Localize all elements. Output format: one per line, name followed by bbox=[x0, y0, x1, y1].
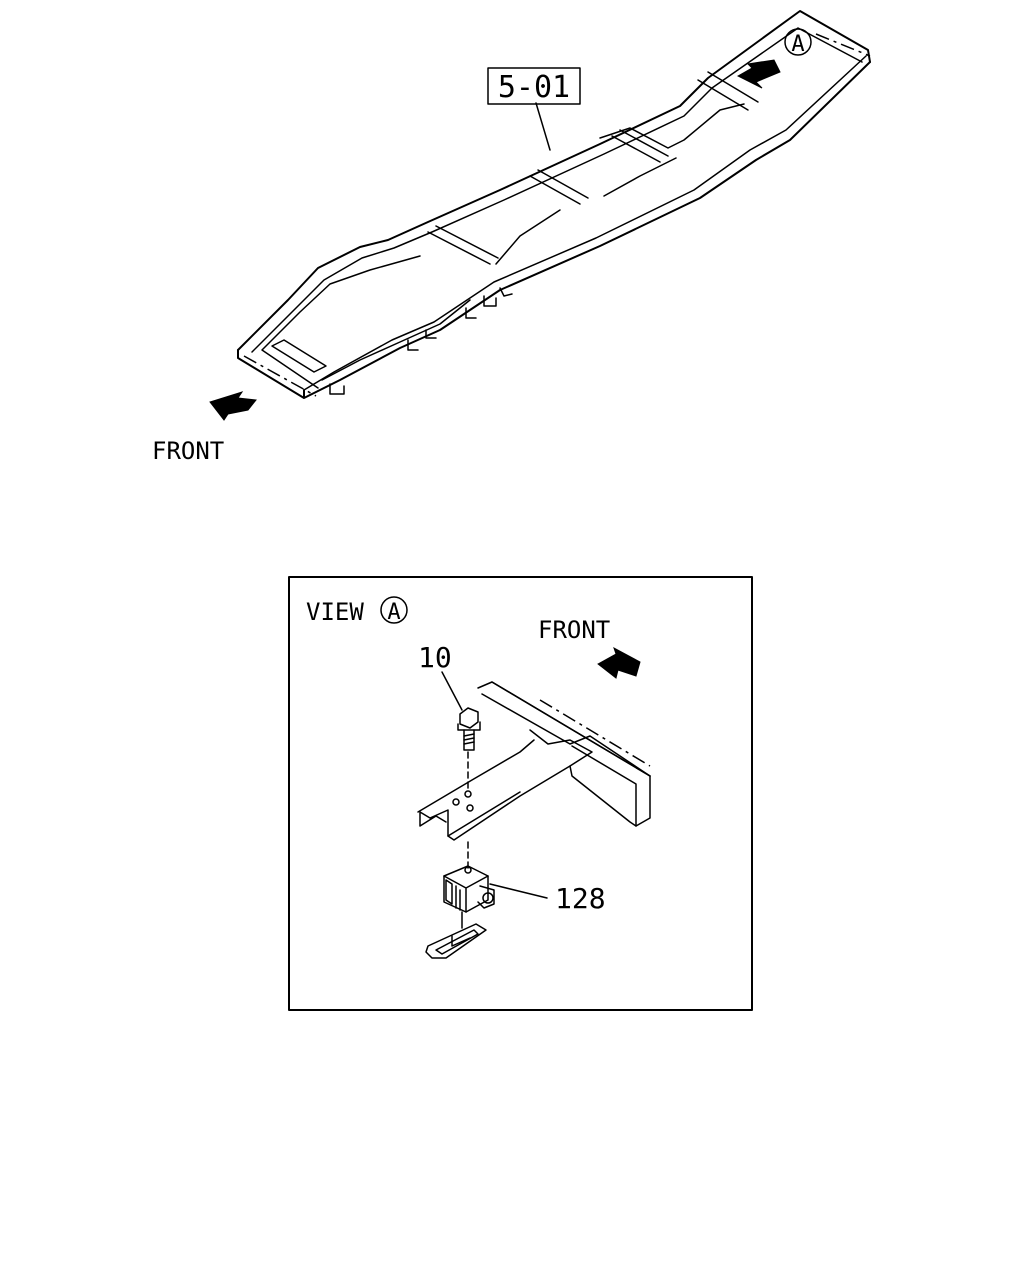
part-10-leader bbox=[441, 671, 463, 711]
view-a-arrow-icon bbox=[736, 59, 781, 89]
view-label: VIEW bbox=[306, 598, 364, 626]
view-a-marker-letter: A bbox=[791, 32, 804, 57]
front-arrow-detail-icon bbox=[597, 646, 641, 679]
crossmember-bracket bbox=[417, 681, 651, 841]
part-number-128: 128 bbox=[555, 882, 606, 915]
ref-leader bbox=[535, 102, 551, 151]
part-128-leader bbox=[489, 883, 548, 899]
front-label-top: FRONT bbox=[152, 437, 224, 465]
view-a-circle bbox=[784, 28, 812, 56]
ref-label-5-01: 5-01 bbox=[498, 70, 570, 105]
part-number-10: 10 bbox=[418, 641, 452, 674]
detail-view-frame bbox=[288, 576, 753, 1011]
bolt-icon bbox=[457, 707, 481, 791]
component-128-icon bbox=[425, 865, 495, 959]
view-label-marker-letter: A bbox=[387, 600, 400, 625]
chassis-frame bbox=[237, 10, 871, 399]
ref-box bbox=[487, 67, 581, 105]
front-arrow-icon bbox=[209, 391, 257, 421]
view-label-circle bbox=[380, 596, 408, 624]
front-label-detail: FRONT bbox=[538, 616, 610, 644]
